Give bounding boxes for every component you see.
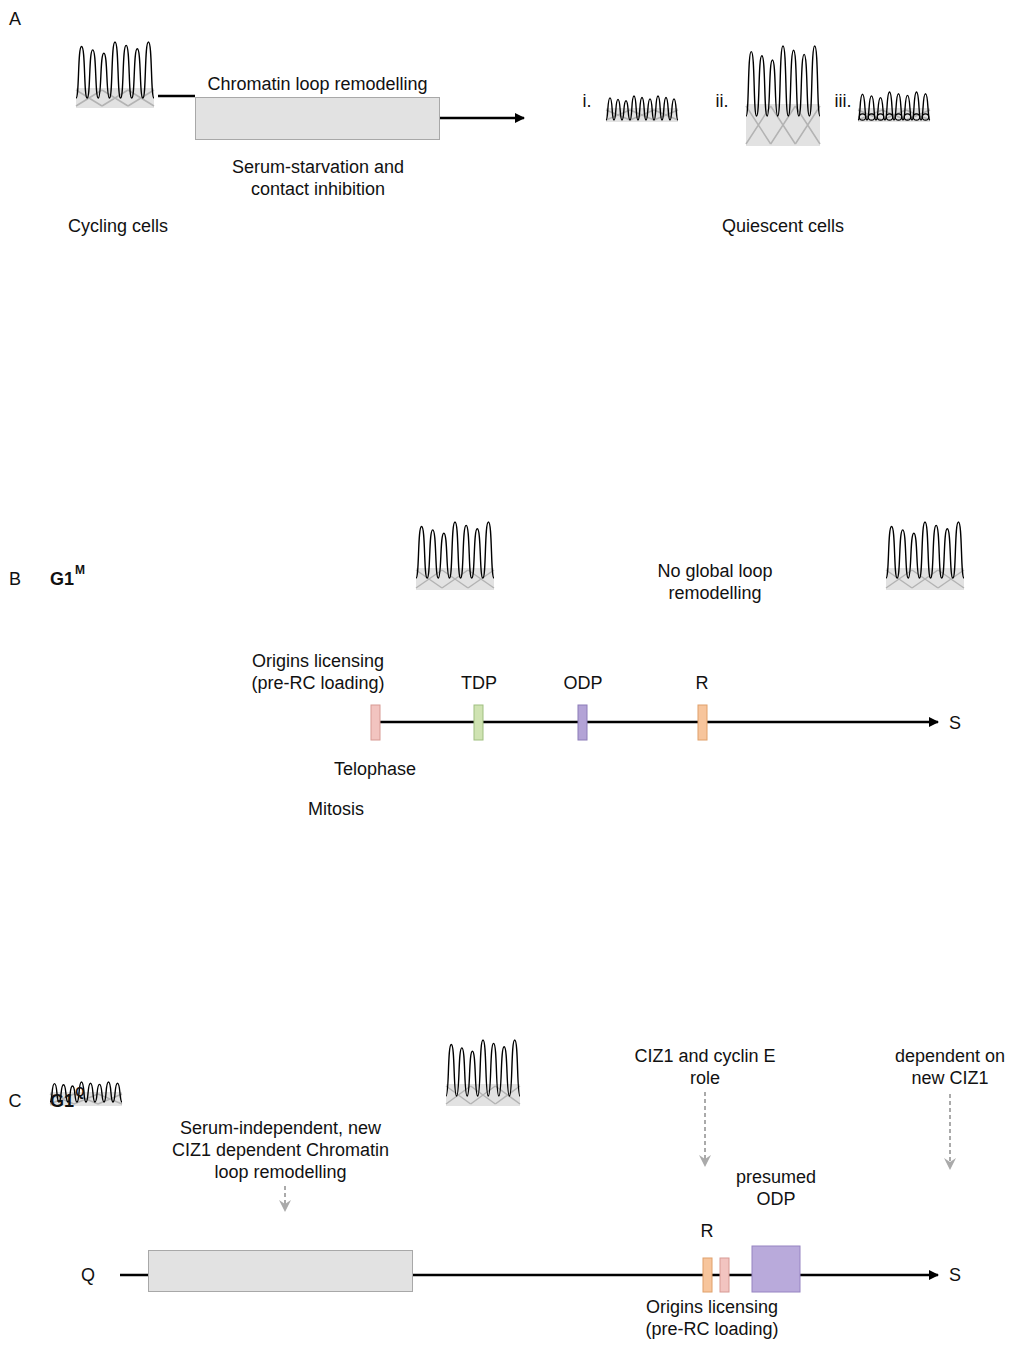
- condition-note: Serum-starvation and contact inhibition: [213, 156, 423, 200]
- state-label: Quiescent cells: [722, 215, 844, 237]
- note-text: CIZ1 and cyclin E role: [630, 1045, 780, 1089]
- chromatin-loops: [886, 522, 964, 578]
- dashed-pointer: [704, 1092, 706, 1165]
- event-label: Mitosis: [308, 798, 364, 820]
- chromatin-fibre: [606, 110, 630, 120]
- tdp-marker: [474, 705, 483, 740]
- case-numeral: i.: [583, 90, 592, 112]
- chromatin-fibre: [471, 1086, 496, 1104]
- phase-label: G1: [50, 1090, 74, 1112]
- chromatin-loops: [416, 522, 494, 578]
- chromatin-fibre: [912, 570, 938, 588]
- phase-superscript: M: [75, 563, 85, 577]
- note-text: No global loop remodelling: [640, 560, 790, 604]
- phase-end: S: [949, 1264, 961, 1286]
- chromatin-coil: [913, 114, 919, 120]
- chromatin-fibre: [630, 110, 654, 120]
- restriction-marker: [703, 1258, 712, 1292]
- restriction-marker: [698, 705, 707, 740]
- event-label: presumed ODP: [729, 1166, 824, 1210]
- event-label: Telophase: [334, 758, 416, 780]
- event-label: R: [701, 1220, 714, 1242]
- band-heading: Chromatin loop remodelling: [207, 73, 427, 95]
- chromatin-fibre: [442, 570, 468, 588]
- event-label: Origins licensing (pre-RC loading): [231, 650, 406, 694]
- chromatin-coil: [877, 114, 883, 120]
- chromatin-coil: [868, 114, 874, 120]
- licensing-marker: [720, 1258, 729, 1292]
- dashed-pointer: [284, 1186, 286, 1210]
- chromatin-traces: [50, 42, 964, 1106]
- chromatin-fibre: [654, 110, 678, 120]
- chromatin-loops: [858, 92, 930, 120]
- state-label: Cycling cells: [68, 215, 168, 237]
- chromatin-coil: [922, 114, 928, 120]
- note-text: dependent on new CIZ1: [890, 1045, 1010, 1089]
- chromatin-band: [606, 108, 678, 122]
- chromatin-band: [416, 568, 494, 590]
- chromatin-coil: [859, 114, 865, 120]
- case-numeral: iii.: [835, 90, 852, 112]
- chromatin-coil: [895, 114, 901, 120]
- panel-letter: C: [9, 1090, 22, 1112]
- flow-line: [158, 95, 195, 98]
- panel-letter: B: [9, 568, 21, 590]
- phase-label: G1: [50, 568, 74, 590]
- case-numeral: ii.: [716, 90, 729, 112]
- event-label: R: [696, 672, 709, 694]
- chromatin-band: [746, 104, 820, 146]
- phase-start: Q: [81, 1264, 95, 1286]
- phase-superscript: Q: [75, 1085, 84, 1099]
- flow-arrow: [440, 117, 524, 120]
- odp-window: [752, 1246, 800, 1292]
- band-heading: Serum-independent, new CIZ1 dependent Ch…: [161, 1117, 401, 1183]
- event-label: Origins licensing (pre-RC loading): [625, 1296, 800, 1340]
- process-band: Serum-independent, new CIZ1 dependent Ch…: [148, 1250, 413, 1292]
- panel-letter: A: [9, 8, 21, 30]
- chromatin-loops: [606, 96, 678, 120]
- chromatin-coil: [886, 114, 892, 120]
- chromatin-band: [886, 568, 964, 590]
- chromatin-loops: [746, 46, 820, 116]
- chromatin-loops: [446, 1040, 520, 1096]
- chromatin-loops: [76, 42, 154, 98]
- chromatin-coil: [904, 114, 910, 120]
- dashed-pointer: [949, 1094, 951, 1168]
- timeline-arrow: [375, 721, 938, 724]
- chromatin-fibre: [771, 106, 796, 144]
- chromatin-fibre: [102, 90, 128, 106]
- licensing-marker: [371, 705, 380, 740]
- event-label: TDP: [461, 672, 497, 694]
- process-band: Chromatin loop remodelling: [195, 97, 440, 140]
- odp-marker: [578, 705, 587, 740]
- phase-end: S: [949, 712, 961, 734]
- event-label: ODP: [563, 672, 602, 694]
